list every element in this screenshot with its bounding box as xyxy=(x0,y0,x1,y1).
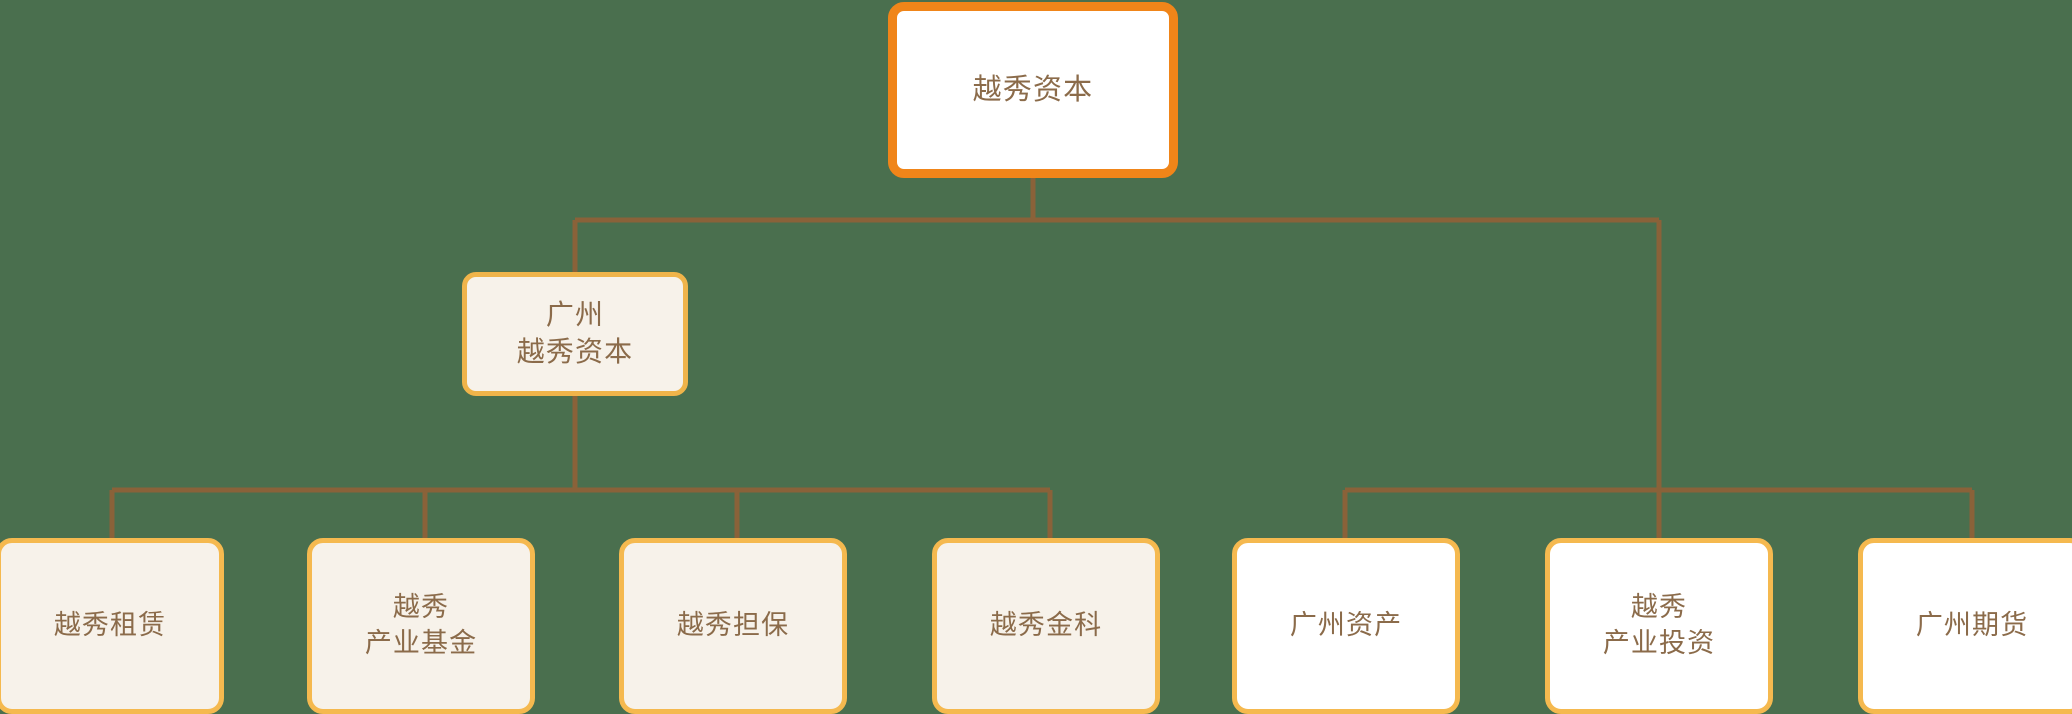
node-root[interactable]: 越秀资本 xyxy=(888,2,1178,178)
node-mid-guangzhou-yuexiu-capital[interactable]: 广州 越秀资本 xyxy=(462,272,688,396)
node-leaf-0-label: 越秀租赁 xyxy=(53,610,167,641)
node-root-label: 越秀资本 xyxy=(972,73,1094,106)
node-leaf-6-label: 广州期货 xyxy=(1915,610,2029,641)
node-leaf-yuexiu-industrial-fund[interactable]: 越秀 产业基金 xyxy=(307,538,535,714)
node-leaf-guangzhou-futures[interactable]: 广州期货 xyxy=(1858,538,2072,714)
node-leaf-4-label: 广州资产 xyxy=(1289,610,1403,641)
node-leaf-5-label: 越秀 产业投资 xyxy=(1602,592,1716,658)
node-leaf-guangzhou-asset[interactable]: 广州资产 xyxy=(1232,538,1460,714)
node-leaf-2-label: 越秀担保 xyxy=(676,610,790,641)
node-mid-label: 广州 越秀资本 xyxy=(516,299,634,367)
node-leaf-yuexiu-leasing[interactable]: 越秀租赁 xyxy=(0,538,224,714)
node-leaf-1-label: 越秀 产业基金 xyxy=(364,592,478,658)
node-leaf-yuexiu-guarantee[interactable]: 越秀担保 xyxy=(619,538,847,714)
node-leaf-3-label: 越秀金科 xyxy=(989,610,1103,641)
node-leaf-yuexiu-fintech[interactable]: 越秀金科 xyxy=(932,538,1160,714)
node-leaf-yuexiu-industrial-investment[interactable]: 越秀 产业投资 xyxy=(1545,538,1773,714)
